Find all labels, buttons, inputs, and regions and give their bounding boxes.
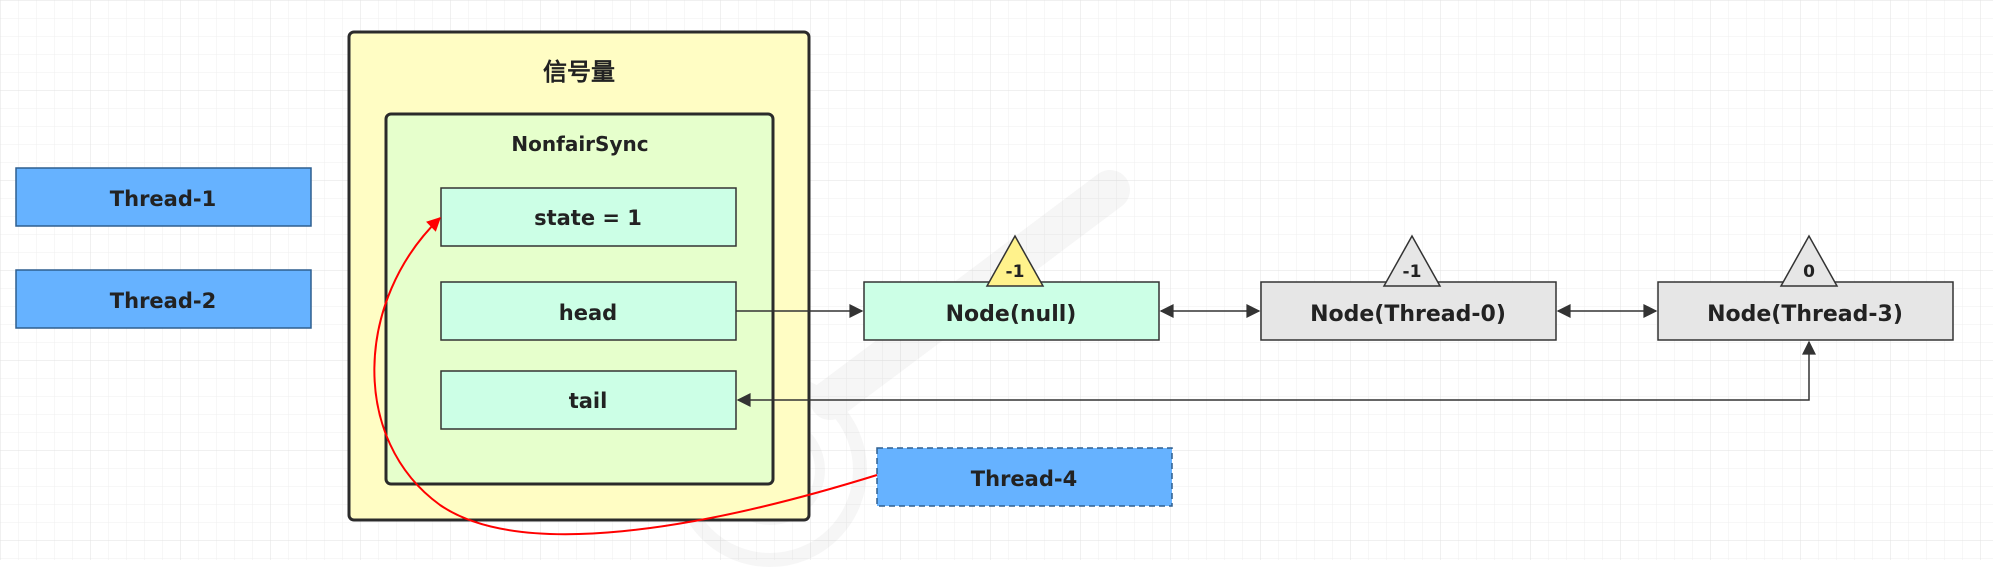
node-thread3-label: Node(Thread-3) [1707, 302, 1903, 327]
thread-4-label: Thread-4 [971, 467, 1077, 491]
cas-attempt-arrow [373, 217, 878, 536]
node-null-label: Node(null) [946, 302, 1077, 327]
thread-4-box [876, 447, 1173, 507]
thread-2-box [15, 269, 312, 329]
wait-status-thread3: 0 [1803, 262, 1815, 282]
tail-field [440, 370, 737, 430]
thread-1-label: Thread-1 [110, 187, 216, 211]
state-field-label: state = 1 [534, 206, 642, 230]
nonfair-sync-title: NonfairSync [511, 132, 648, 156]
node-null-box [863, 281, 1160, 341]
thread-2-label: Thread-2 [110, 289, 216, 313]
node-thread0-box [1260, 281, 1557, 341]
head-field [440, 281, 737, 341]
wait-status-triangle-thread3 [1779, 234, 1839, 287]
wait-status-null: -1 [1006, 262, 1025, 282]
wait-status-thread0: -1 [1403, 262, 1422, 282]
head-field-label: head [559, 301, 617, 325]
node-thread0-label: Node(Thread-0) [1310, 302, 1506, 327]
wait-status-triangle-null [985, 234, 1045, 287]
tail-field-label: tail [569, 389, 608, 413]
thread-1-box [15, 167, 312, 227]
tail-pointer-arrow [736, 340, 1816, 407]
semaphore-title: 信号量 [543, 58, 615, 86]
state-field [440, 187, 737, 247]
wait-status-triangle-thread0 [1382, 234, 1442, 287]
